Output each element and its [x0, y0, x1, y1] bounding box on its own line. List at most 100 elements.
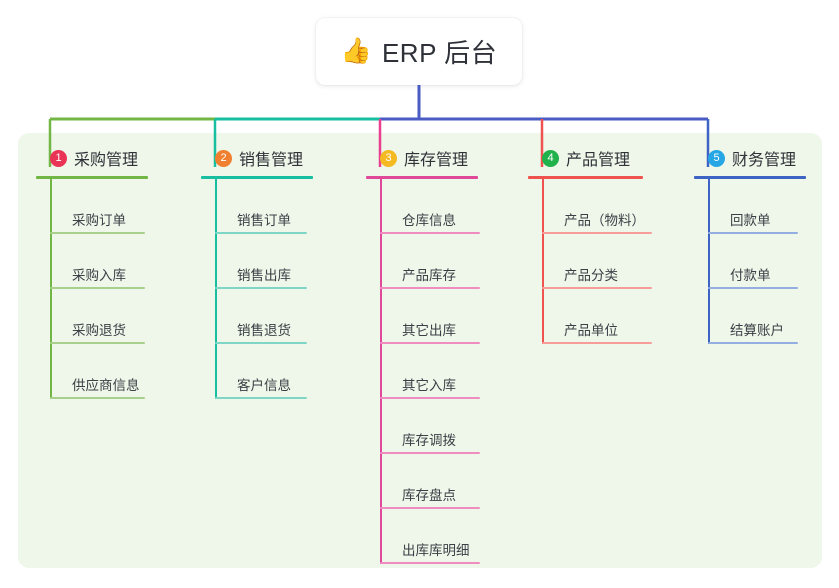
leaf-underline [50, 287, 145, 289]
branch-header-5[interactable]: 5 财务管理 [694, 146, 806, 170]
leaf-node[interactable]: 出库库明细 [380, 509, 480, 564]
leaf-node[interactable]: 库存盘点 [380, 454, 480, 509]
leaf-node[interactable]: 产品单位 [542, 289, 652, 344]
leaf-node-label: 结算账户 [730, 323, 784, 338]
leaf-node-label: 采购订单 [72, 213, 126, 228]
leaf-node[interactable]: 采购入库 [50, 234, 148, 289]
leaf-underline [380, 452, 480, 454]
branch-badge-3: 3 [380, 149, 397, 167]
leaf-underline [380, 287, 480, 289]
leaf-node[interactable]: 库存调拨 [380, 399, 480, 454]
branch-underline-4 [528, 176, 643, 179]
branch-column-3: 3 库存管理仓库信息产品库存其它出库其它入库库存调拨库存盘点出库库明细 [366, 146, 480, 564]
branch-underline-5 [694, 176, 806, 179]
leaf-node-label: 供应商信息 [72, 378, 140, 393]
branch-header-1[interactable]: 1 采购管理 [36, 146, 148, 170]
branch-header-4[interactable]: 4 产品管理 [528, 146, 645, 170]
branches-panel [18, 133, 822, 568]
leaf-node[interactable]: 采购退货 [50, 289, 148, 344]
branch-underline-1 [36, 176, 148, 179]
leaf-node[interactable]: 销售订单 [215, 179, 313, 234]
branch-title-5: 财务管理 [732, 152, 797, 169]
leaf-underline [380, 397, 480, 399]
branch-items-3: 仓库信息产品库存其它出库其它入库库存调拨库存盘点出库库明细 [380, 179, 480, 564]
leaf-node-label: 其它出库 [402, 323, 456, 338]
leaf-node-label: 产品分类 [564, 268, 618, 283]
branch-column-1: 1 采购管理采购订单采购入库采购退货供应商信息 [36, 146, 148, 399]
leaf-underline [215, 342, 307, 344]
leaf-node[interactable]: 产品（物料） [542, 179, 652, 234]
branch-title-4: 产品管理 [566, 152, 631, 169]
leaf-underline [215, 232, 307, 234]
leaf-node-label: 其它入库 [402, 378, 456, 393]
leaf-node-label: 仓库信息 [402, 213, 456, 228]
leaf-node[interactable]: 销售出库 [215, 234, 313, 289]
leaf-node-label: 回款单 [730, 213, 771, 228]
leaf-underline [50, 397, 145, 399]
leaf-node[interactable]: 其它出库 [380, 289, 480, 344]
leaf-node-label: 库存盘点 [402, 488, 456, 503]
branch-spine-2 [215, 179, 217, 399]
branch-underline-3 [366, 176, 478, 179]
branch-items-5: 回款单付款单结算账户 [708, 179, 806, 344]
leaf-node-label: 销售出库 [237, 268, 291, 283]
leaf-node[interactable]: 客户信息 [215, 344, 313, 399]
branch-badge-5: 5 [708, 149, 725, 167]
leaf-underline [215, 287, 307, 289]
leaf-node[interactable]: 结算账户 [708, 289, 806, 344]
leaf-node[interactable]: 仓库信息 [380, 179, 480, 234]
root-node[interactable]: 👍 ERP 后台 [316, 18, 522, 85]
leaf-node-label: 客户信息 [237, 378, 291, 393]
leaf-underline [542, 342, 652, 344]
leaf-node[interactable]: 采购订单 [50, 179, 148, 234]
leaf-underline [708, 342, 798, 344]
leaf-underline [542, 232, 652, 234]
leaf-underline [380, 507, 480, 509]
leaf-node[interactable]: 产品库存 [380, 234, 480, 289]
branch-spine-4 [542, 179, 544, 344]
branch-items-2: 销售订单销售出库销售退货客户信息 [215, 179, 313, 399]
leaf-underline [542, 287, 652, 289]
leaf-node[interactable]: 其它入库 [380, 344, 480, 399]
leaf-node-label: 出库库明细 [402, 543, 470, 558]
branch-header-3[interactable]: 3 库存管理 [366, 146, 478, 170]
branch-items-4: 产品（物料） 产品分类产品单位 [542, 179, 652, 344]
leaf-node-label: 销售订单 [237, 213, 291, 228]
branch-badge-1: 1 [50, 149, 67, 167]
branch-title-1: 采购管理 [74, 152, 139, 169]
leaf-underline [50, 342, 145, 344]
leaf-node-label: 产品库存 [402, 268, 456, 283]
leaf-node[interactable]: 销售退货 [215, 289, 313, 344]
branch-header-2[interactable]: 2 销售管理 [201, 146, 313, 170]
leaf-underline [380, 562, 480, 564]
leaf-node-label: 库存调拨 [402, 433, 456, 448]
leaf-underline [380, 232, 480, 234]
leaf-node-label: 付款单 [730, 268, 771, 283]
branch-column-2: 2 销售管理销售订单销售出库销售退货客户信息 [201, 146, 313, 399]
leaf-node[interactable]: 回款单 [708, 179, 806, 234]
branch-column-4: 4 产品管理产品（物料） 产品分类产品单位 [528, 146, 652, 344]
leaf-underline [708, 287, 798, 289]
branch-underline-2 [201, 176, 313, 179]
branch-title-3: 库存管理 [404, 152, 469, 169]
leaf-node[interactable]: 付款单 [708, 234, 806, 289]
branch-spine-3 [380, 179, 382, 564]
leaf-node-label: 产品单位 [564, 323, 618, 338]
root-node-title: ERP 后台 [381, 38, 498, 68]
leaf-node-label: 采购退货 [72, 323, 126, 338]
branch-badge-4: 4 [542, 149, 559, 167]
leaf-underline [50, 232, 145, 234]
branch-spine-1 [50, 179, 52, 399]
leaf-node-label: 产品（物料） [564, 213, 645, 228]
leaf-node[interactable]: 产品分类 [542, 234, 652, 289]
branch-column-5: 5 财务管理回款单付款单结算账户 [694, 146, 806, 344]
branch-title-2: 销售管理 [239, 152, 304, 169]
branch-badge-2: 2 [215, 149, 232, 167]
leaf-node-label: 采购入库 [72, 268, 126, 283]
thumbs-up-icon: 👍 [340, 37, 372, 65]
leaf-node[interactable]: 供应商信息 [50, 344, 148, 399]
branch-items-1: 采购订单采购入库采购退货供应商信息 [50, 179, 148, 399]
leaf-underline [215, 397, 307, 399]
leaf-node-label: 销售退货 [237, 323, 291, 338]
